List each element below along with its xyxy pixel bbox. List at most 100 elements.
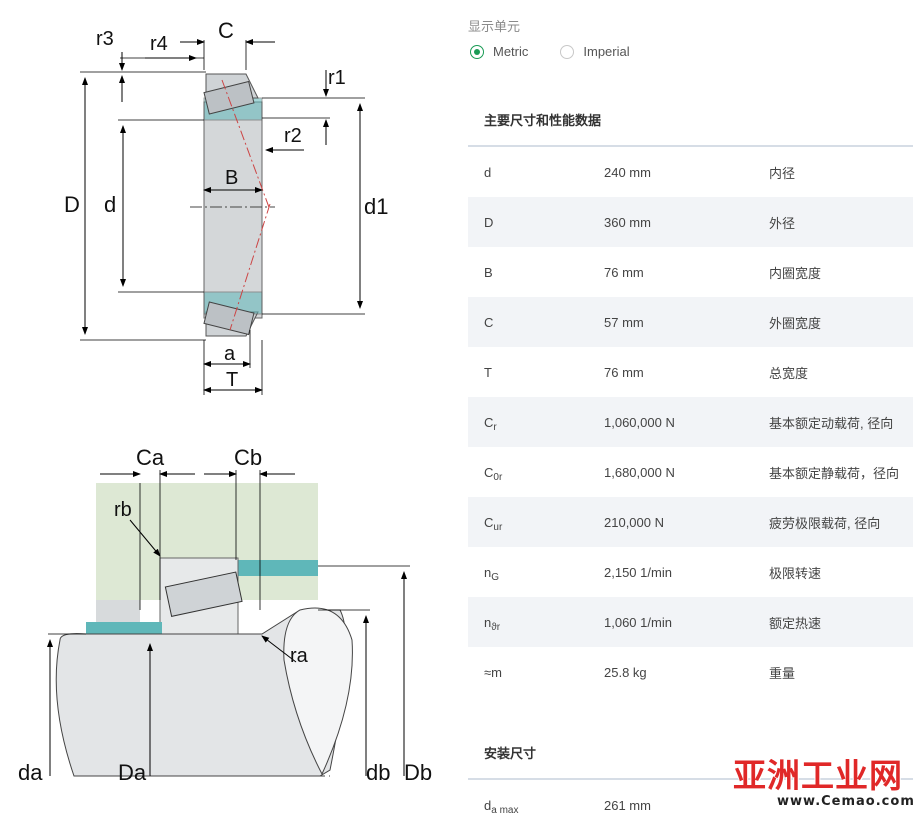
- param-description: 内径: [769, 165, 796, 181]
- label-B: B: [225, 167, 238, 189]
- table-row: C 57 mm 外圈宽度: [468, 297, 913, 347]
- watermark-text: 亚洲工业网: [733, 756, 903, 795]
- param-value: 261 mm: [604, 797, 651, 813]
- table-row: D 360 mm 外径: [468, 197, 913, 247]
- table-row: d 240 mm 内径: [468, 147, 913, 197]
- label-d1: d1: [364, 194, 388, 219]
- param-symbol-sub: ϑr: [491, 621, 501, 633]
- param-symbol: Cur: [468, 514, 588, 533]
- param-symbol: C0r: [468, 464, 588, 483]
- bearing-diagram: r3 r4 C r1 r2 D d B d1 a T: [18, 18, 432, 785]
- label-C: C: [218, 18, 234, 43]
- label-Ca: Ca: [136, 445, 165, 470]
- param-symbol-main: D: [484, 214, 494, 230]
- label-ra: ra: [290, 645, 309, 667]
- param-symbol-main: d: [484, 797, 492, 813]
- table-row: Cr 1,060,000 N 基本额定动载荷, 径向: [468, 397, 913, 447]
- param-description: 极限转速: [769, 565, 822, 581]
- unit-selector: Metric Imperial: [470, 44, 662, 59]
- label-D: D: [64, 192, 80, 217]
- label-r1: r1: [328, 67, 346, 89]
- table-row: C0r 1,680,000 N 基本额定静载荷，径向: [468, 447, 913, 497]
- label-a: a: [224, 343, 236, 365]
- radio-unchecked-icon: [560, 44, 575, 59]
- param-symbol-main: C: [484, 414, 494, 430]
- param-symbol-sub: a max: [491, 804, 519, 816]
- radio-imperial[interactable]: Imperial: [560, 44, 630, 59]
- label-Da: Da: [118, 760, 147, 785]
- param-symbol-sub: 0r: [493, 471, 503, 483]
- param-value: 57 mm: [604, 314, 644, 330]
- watermark-logo: 亚洲工业网 www.Cemao.com: [733, 756, 913, 816]
- unit-selector-label: 显示单元: [468, 19, 521, 34]
- param-value: 1,680,000 N: [604, 464, 675, 480]
- param-symbol-main: C: [484, 464, 494, 480]
- param-symbol-main: d: [484, 164, 492, 180]
- param-symbol-main: n: [484, 564, 492, 580]
- param-symbol-main: B: [484, 264, 493, 280]
- table-row: da max 261 mm: [468, 780, 913, 830]
- table-row: B 76 mm 内圈宽度: [468, 247, 913, 297]
- table-row: ≈m 25.8 kg 重量: [468, 647, 913, 697]
- param-symbol: T: [468, 365, 588, 380]
- label-Db: Db: [404, 760, 432, 785]
- param-value: 210,000 N: [604, 514, 664, 530]
- param-value: 1,060,000 N: [604, 414, 675, 430]
- label-r3: r3: [96, 28, 114, 50]
- label-rb: rb: [114, 499, 132, 521]
- param-symbol: d: [468, 165, 588, 180]
- param-symbol-main: C: [484, 514, 494, 530]
- label-da: da: [18, 760, 43, 785]
- radio-metric[interactable]: Metric: [470, 44, 528, 59]
- watermark-url: www.Cemao.com: [777, 794, 913, 809]
- param-value: 2,150 1/min: [604, 564, 672, 580]
- main-data-table: d 240 mm 内径 D 360 mm 外径 B 76 mm 内圈宽度 C 57 mm 外圈宽度 T 7…: [468, 145, 913, 697]
- param-symbol: D: [468, 215, 588, 230]
- param-symbol-sub: ur: [493, 521, 503, 533]
- param-description: 外径: [769, 215, 796, 231]
- label-r4: r4: [150, 33, 168, 55]
- param-value: 1,060 1/min: [604, 614, 672, 630]
- label-db: db: [366, 760, 390, 785]
- param-description: 基本额定动载荷, 径向: [769, 415, 894, 431]
- main-section-title: 主要尺寸和性能数据: [484, 113, 602, 128]
- param-description: 总宽度: [769, 365, 809, 381]
- param-symbol: Cr: [468, 414, 588, 433]
- param-symbol: nG: [468, 564, 588, 583]
- radio-metric-label: Metric: [493, 44, 529, 59]
- param-description: 重量: [769, 665, 796, 681]
- label-d: d: [104, 192, 116, 217]
- label-T: T: [226, 369, 238, 391]
- label-r2: r2: [284, 125, 302, 147]
- table-row: T 76 mm 总宽度: [468, 347, 913, 397]
- param-description: 基本额定静载荷，径向: [769, 465, 900, 481]
- table-row: nϑr 1,060 1/min 额定热速: [468, 597, 913, 647]
- param-symbol: ≈m: [468, 665, 588, 680]
- param-symbol-main: C: [484, 314, 494, 330]
- table-row: nG 2,150 1/min 极限转速: [468, 547, 913, 597]
- param-symbol-main: T: [484, 364, 492, 380]
- param-description: 内圈宽度: [769, 265, 822, 281]
- mounting-section-title: 安装尺寸: [484, 746, 537, 761]
- param-symbol: B: [468, 265, 588, 280]
- param-value: 25.8 kg: [604, 664, 647, 680]
- mounting-drawing: [47, 470, 410, 777]
- param-value: 76 mm: [604, 264, 644, 280]
- param-symbol: da max: [468, 797, 588, 816]
- data-panel: 显示单元 Metric Imperial 主要尺寸和性能数据 d 240 mm 内径…: [468, 0, 913, 819]
- param-value: 240 mm: [604, 164, 651, 180]
- param-description: 额定热速: [769, 615, 822, 631]
- mounting-data-table: da max 261 mm: [468, 778, 913, 830]
- param-symbol-sub: r: [493, 421, 497, 433]
- param-value: 360 mm: [604, 214, 651, 230]
- param-value: 76 mm: [604, 364, 644, 380]
- bearing-section-drawing: [80, 39, 365, 395]
- param-symbol-main: n: [484, 614, 492, 630]
- param-symbol: nϑr: [468, 614, 588, 633]
- radio-imperial-label: Imperial: [583, 44, 630, 59]
- label-Cb: Cb: [234, 445, 262, 470]
- param-symbol-sub: G: [491, 571, 500, 583]
- param-description: 外圈宽度: [769, 315, 822, 331]
- radio-checked-icon: [470, 44, 484, 59]
